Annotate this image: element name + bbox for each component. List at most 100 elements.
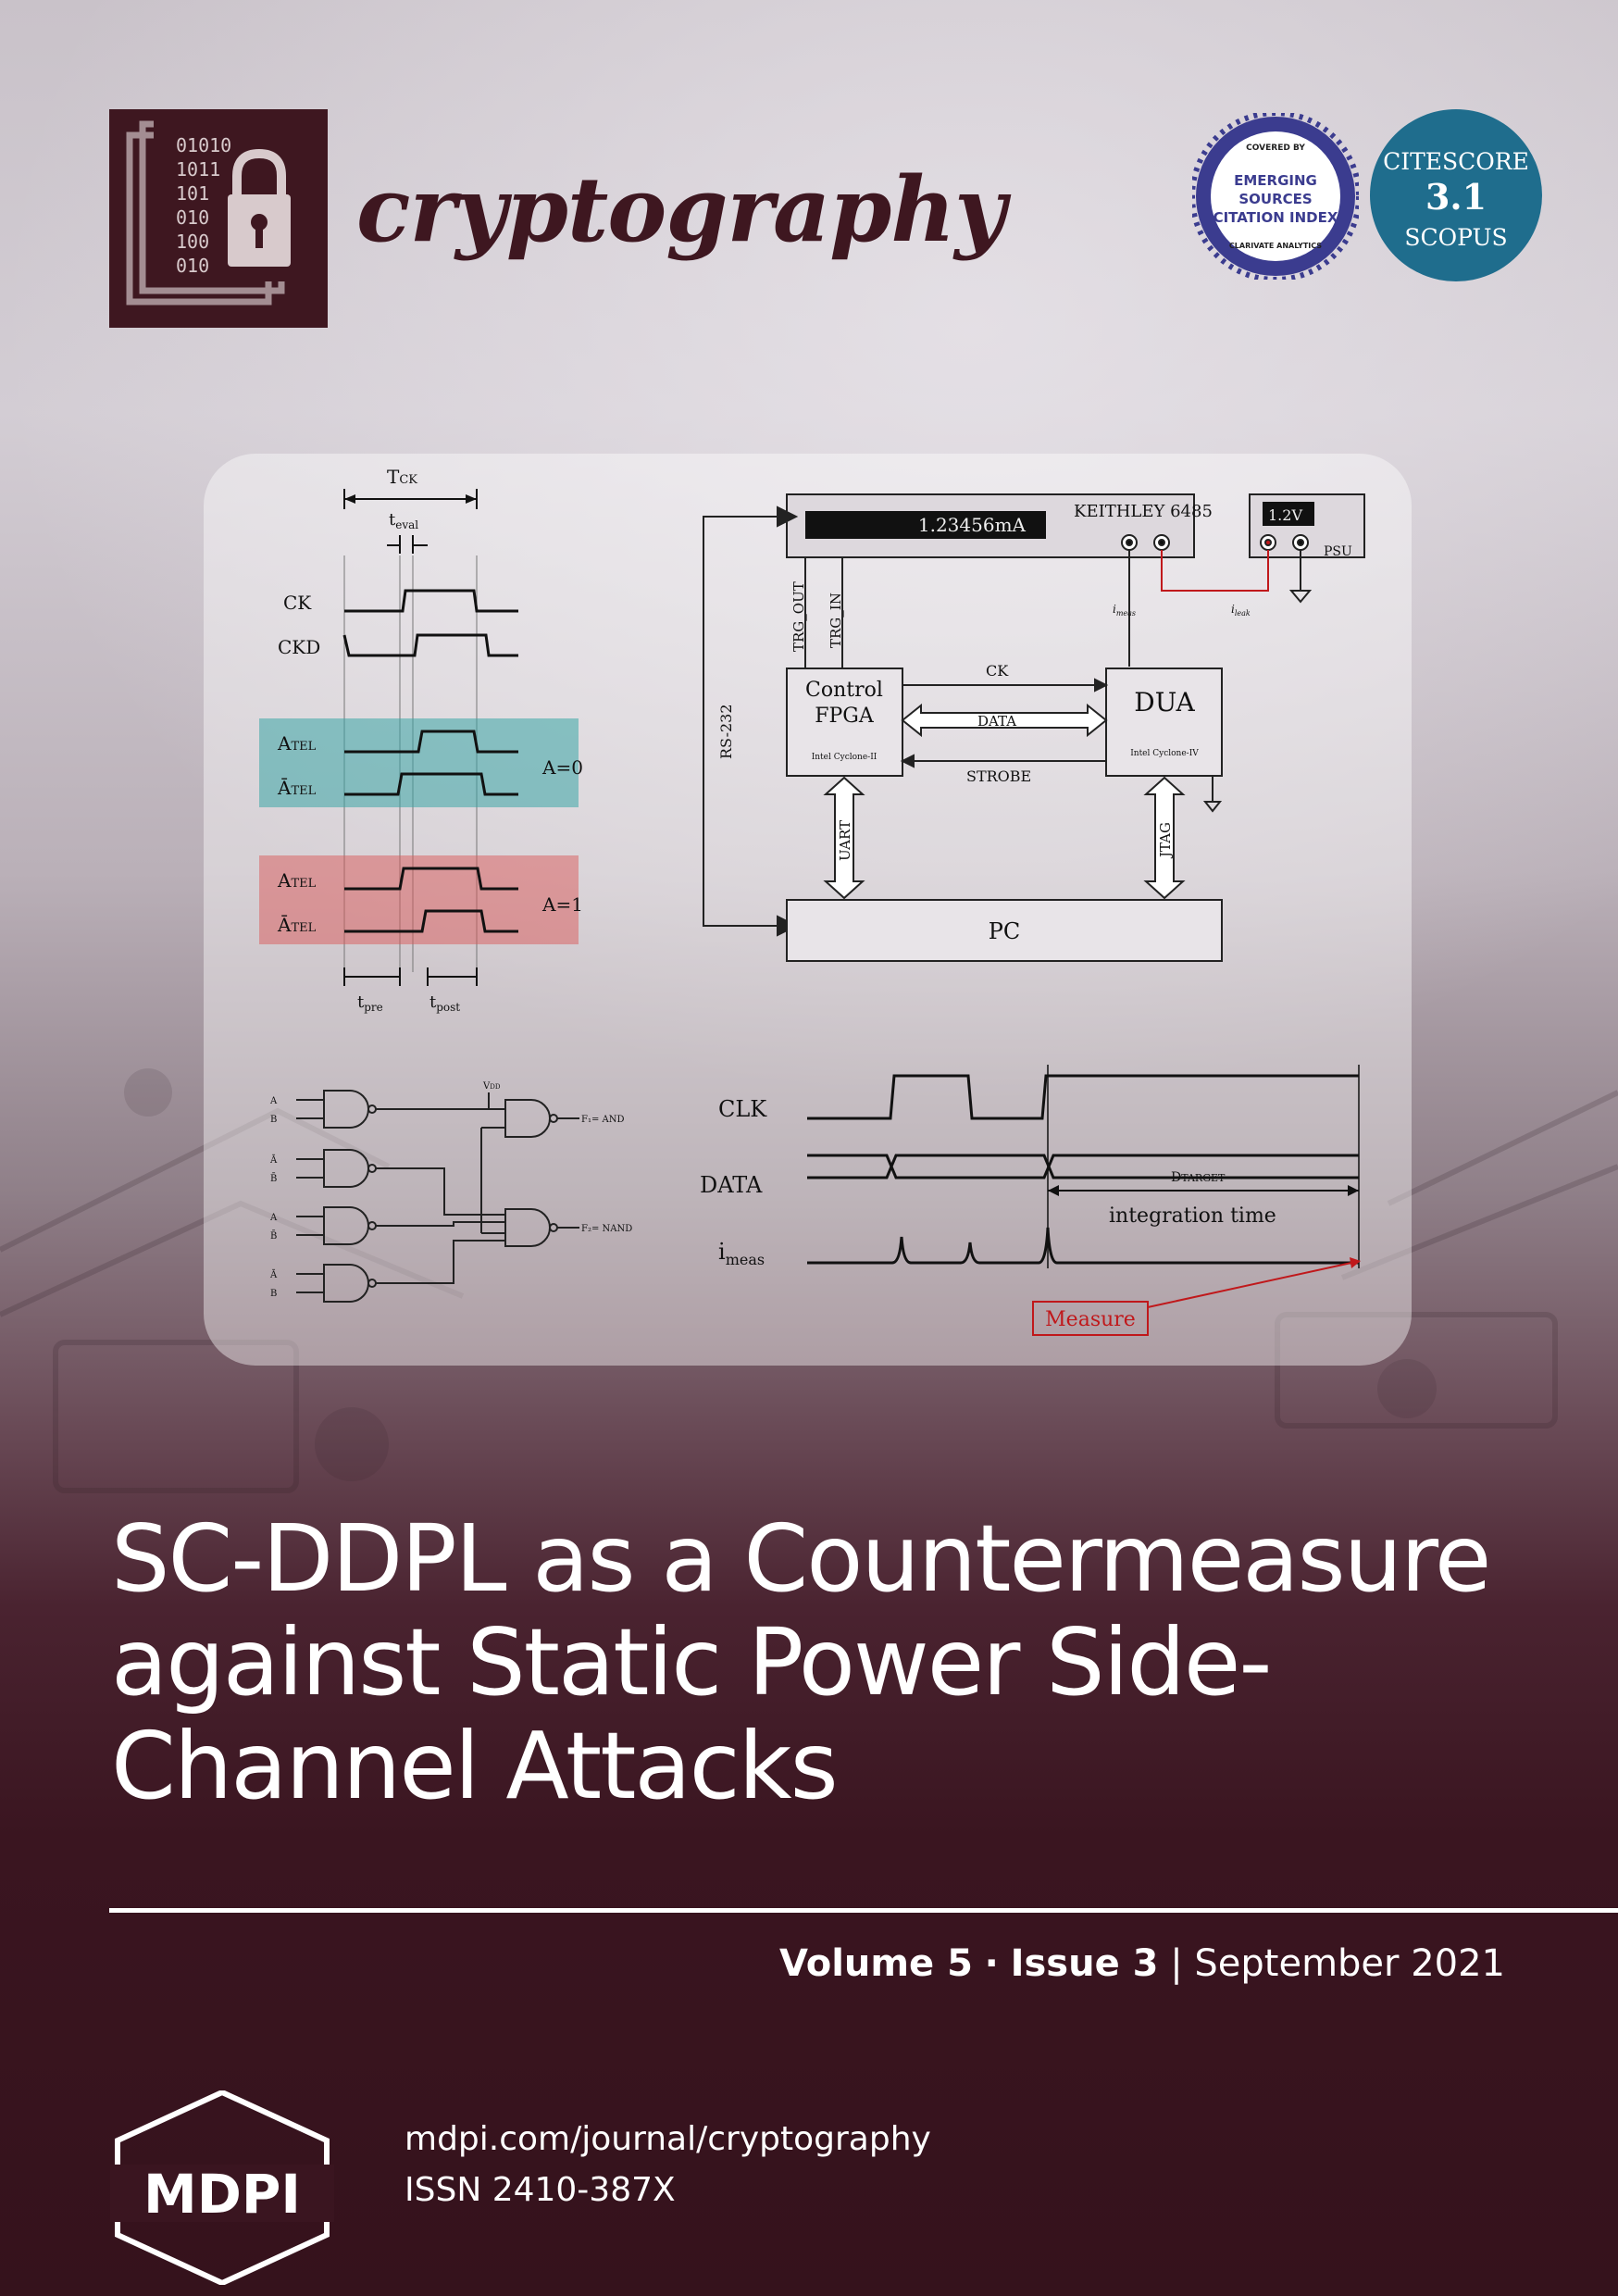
psu-display: 1.2V <box>1268 506 1302 524</box>
issue-info: Volume 5 · Issue 3 | September 2021 <box>779 1942 1505 1985</box>
gate-input-3: Ā <box>269 1154 278 1166</box>
svg-text:TCK: TCK <box>387 466 417 488</box>
psu-label: PSU <box>1324 544 1352 559</box>
a1-signal-1-sub: TEL <box>291 877 316 891</box>
svg-text:ĀTEL: ĀTEL <box>277 914 317 936</box>
measurement-waveform: CLK DATA DTARGET integration time imeas … <box>700 1065 1361 1336</box>
a1-band <box>259 855 579 944</box>
measure-box <box>1032 1301 1149 1336</box>
title-line-2: against Static Power Side- <box>111 1608 1273 1716</box>
svg-text:VDD: VDD <box>482 1081 501 1092</box>
logo-bits-2: 1011 <box>176 158 220 181</box>
timing-diagram: TCK teval CK CKD ATEL ĀTEL A=0 <box>259 466 583 1014</box>
a0-band <box>259 718 579 807</box>
a1-signal-2-sub: TEL <box>291 921 316 935</box>
pc-label: PC <box>989 918 1021 944</box>
imeas-sub: meas <box>1116 609 1136 618</box>
gate-output-and: F₁= AND <box>581 1115 625 1125</box>
journal-url[interactable]: mdpi.com/journal/cryptography <box>404 2120 931 2158</box>
measurement-setup: 1.23456mA KEITHLEY 6485 1.2V PSU imeas i… <box>703 493 1365 962</box>
citescore-value: 3.1 <box>1425 176 1487 218</box>
tpost-sub: post <box>436 1001 460 1014</box>
title-line-3: Channel Attacks <box>111 1712 839 1820</box>
wave-clk-label: CLK <box>718 1096 767 1122</box>
issue-divider: | <box>1170 1942 1183 1985</box>
citescore-badge: CITESCORE 3.1 SCOPUS <box>1370 109 1542 281</box>
mdpi-wordmark: MDPI <box>143 2163 301 2226</box>
esci-line-3: CITATION INDEX <box>1214 209 1338 226</box>
gate-input-8: B <box>270 1289 277 1299</box>
svg-text:ileak: ileak <box>1231 603 1251 618</box>
control-label-1: Control <box>805 679 883 702</box>
signal-ckd: CKD <box>278 636 320 658</box>
dtarget-label: D <box>1171 1170 1181 1185</box>
cover-figure: TCK teval CK CKD ATEL ĀTEL A=0 <box>259 466 1365 1336</box>
a0-signal-2: Ā <box>277 777 292 799</box>
issue-label: Issue 3 <box>1010 1942 1159 1985</box>
vdd-sub: DD <box>490 1083 501 1091</box>
a0-signal-1-sub: TEL <box>291 740 316 754</box>
wave-imeas-label: i <box>718 1239 726 1265</box>
title-line-1: SC-DDPL as a Countermeasure <box>111 1504 1491 1613</box>
control-fpga-box <box>786 668 903 777</box>
dua-sub: Intel Cyclone-IV <box>1130 749 1199 758</box>
tpre-label: t <box>357 992 365 1012</box>
svg-text:imeas: imeas <box>1113 603 1136 618</box>
gate-input-4: B̄ <box>270 1173 277 1184</box>
a0-signal-2-sub: TEL <box>291 784 316 798</box>
logic-gates: VDD A B F₁= AND Ā B̄ <box>269 1081 632 1303</box>
tck-label: T <box>387 466 400 488</box>
title-rule <box>109 1908 1618 1913</box>
esci-badge: COVERED BY EMERGING SOURCES CITATION IND… <box>1192 113 1359 280</box>
wave-data-label: DATA <box>700 1172 763 1198</box>
imeas-label: i <box>1113 603 1116 616</box>
pc-box <box>786 899 1223 962</box>
vdd-label: V <box>482 1081 491 1092</box>
ileak-sub: leak <box>1235 609 1251 618</box>
a0-signal-1: A <box>277 732 292 755</box>
journal-issn: ISSN 2410-387X <box>404 2171 676 2209</box>
ckd-wave <box>342 633 518 657</box>
jtag-label: JTAG <box>1157 822 1174 859</box>
integration-time-label: integration time <box>1109 1204 1276 1228</box>
esci-line-2: SOURCES <box>1238 191 1312 207</box>
dtarget-sub: TARGET <box>1181 1172 1226 1184</box>
a1-label: A=1 <box>541 893 583 916</box>
meter-display: 1.23456mA <box>918 514 1027 536</box>
gate-input-1: A <box>269 1096 278 1106</box>
teval-label: t <box>389 510 396 530</box>
svg-text:imeas: imeas <box>718 1239 765 1268</box>
citescore-label: CITESCORE <box>1383 148 1529 175</box>
strobe-label: STROBE <box>966 767 1031 785</box>
journal-logo: 01010 1011 101 010 100 010 <box>109 109 328 328</box>
gate-output-nand: F₂= NAND <box>581 1224 632 1234</box>
a1-signal-2: Ā <box>277 914 292 936</box>
logo-bits-3: 101 <box>176 182 209 205</box>
logo-bits-5: 100 <box>176 231 209 253</box>
control-sub: Intel Cyclone-II <box>812 753 877 762</box>
trg-in-label: TRG_IN <box>828 593 844 648</box>
ck-bus-label: CK <box>986 662 1009 680</box>
svg-text:ATEL: ATEL <box>277 869 317 892</box>
a1-signal-1: A <box>277 869 292 892</box>
svg-text:DTARGET: DTARGET <box>1171 1170 1226 1185</box>
padlock-icon: 01010 1011 101 010 100 010 <box>126 115 292 306</box>
gate-input-7: Ā <box>269 1269 278 1280</box>
ileak-label: i <box>1231 603 1235 616</box>
svg-text:tpre: tpre <box>357 992 383 1014</box>
wave-imeas-sub: meas <box>726 1251 765 1268</box>
dua-box <box>1105 668 1223 777</box>
svg-text:tpost: tpost <box>429 992 460 1014</box>
signal-ck: CK <box>283 592 312 614</box>
logo-bits-6: 010 <box>176 255 209 277</box>
logo-bits-1: 01010 <box>176 134 231 156</box>
issue-date: September 2021 <box>1194 1942 1505 1985</box>
citescore-source: SCOPUS <box>1404 224 1508 251</box>
ck-wave <box>344 589 518 613</box>
teval-sub: eval <box>395 518 418 531</box>
issue-separator: · <box>984 1942 999 1985</box>
gate-input-6: B̄ <box>270 1230 277 1242</box>
measure-label: Measure <box>1045 1308 1136 1331</box>
a0-label: A=0 <box>541 756 583 779</box>
